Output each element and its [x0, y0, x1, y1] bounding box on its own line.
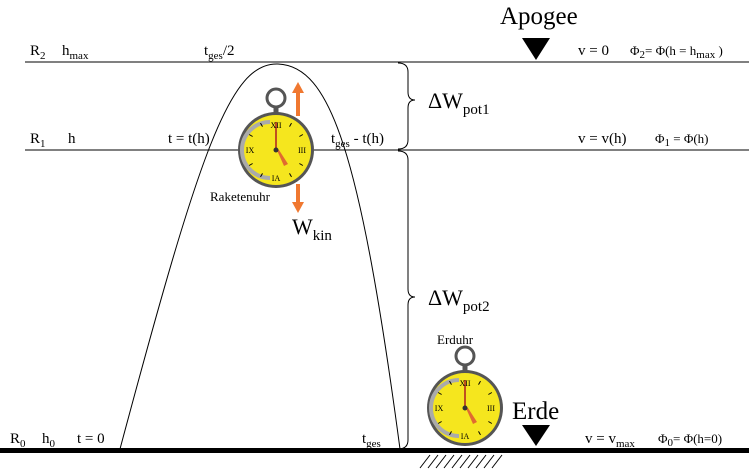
brace-pot1 — [397, 62, 416, 150]
h0-label: h0 — [42, 431, 56, 450]
mid-velocity: v = v(h) — [578, 131, 626, 147]
w-kin-label: Wkin — [292, 214, 332, 244]
rocket-clock-label: Raketenuhr — [210, 189, 271, 204]
svg-text:XII: XII — [459, 379, 470, 388]
hmax-label: hmax — [62, 43, 89, 62]
top-velocity: v = 0 — [578, 43, 609, 59]
up-arrow-icon — [292, 82, 304, 116]
earth-label: Erde — [512, 398, 559, 425]
r0-label: R0 — [10, 431, 26, 450]
top-potential: Φ2= Φ(h = hmax ) — [630, 43, 723, 61]
bottom-velocity: v = vmax — [585, 431, 635, 450]
svg-text:IA: IA — [272, 174, 281, 183]
start-time-label: t = 0 — [77, 431, 105, 447]
rocket-clock-icon: XII III IA IX — [238, 89, 314, 188]
half-time-label: tges/2 — [204, 43, 235, 62]
earth-marker-icon — [522, 425, 550, 446]
apogee-label: Apogee — [500, 3, 578, 30]
delta-w-pot2-label: ΔWpot2 — [428, 285, 490, 315]
svg-text:III: III — [487, 404, 495, 413]
mid-potential: Φ1 = Φ(h) — [655, 131, 709, 149]
r2-label: R2 — [30, 43, 46, 62]
ground-line — [0, 448, 749, 453]
r1-label: R1 — [30, 131, 46, 150]
svg-text:IX: IX — [246, 146, 255, 155]
apogee-marker-icon — [522, 38, 550, 60]
down-arrow-icon — [292, 184, 304, 213]
bottom-potential: Φ0= Φ(h=0) — [658, 431, 722, 449]
h-label: h — [68, 131, 76, 147]
svg-text:IA: IA — [461, 432, 470, 441]
brace-pot2 — [397, 150, 416, 450]
earth-clock-label: Erduhr — [437, 332, 474, 347]
delta-w-pot1-label: ΔWpot1 — [428, 88, 490, 118]
svg-text:III: III — [298, 146, 306, 155]
trajectory-curve — [119, 63, 401, 450]
time-up-label: t = t(h) — [168, 131, 210, 147]
svg-text:XII: XII — [270, 121, 281, 130]
time-down-label: tges - t(h) — [331, 131, 384, 150]
earth-clock-icon: XII III IA IX — [427, 347, 503, 446]
total-time-label: tges — [362, 431, 381, 450]
ground-hatching — [419, 454, 503, 469]
svg-text:IX: IX — [435, 404, 444, 413]
